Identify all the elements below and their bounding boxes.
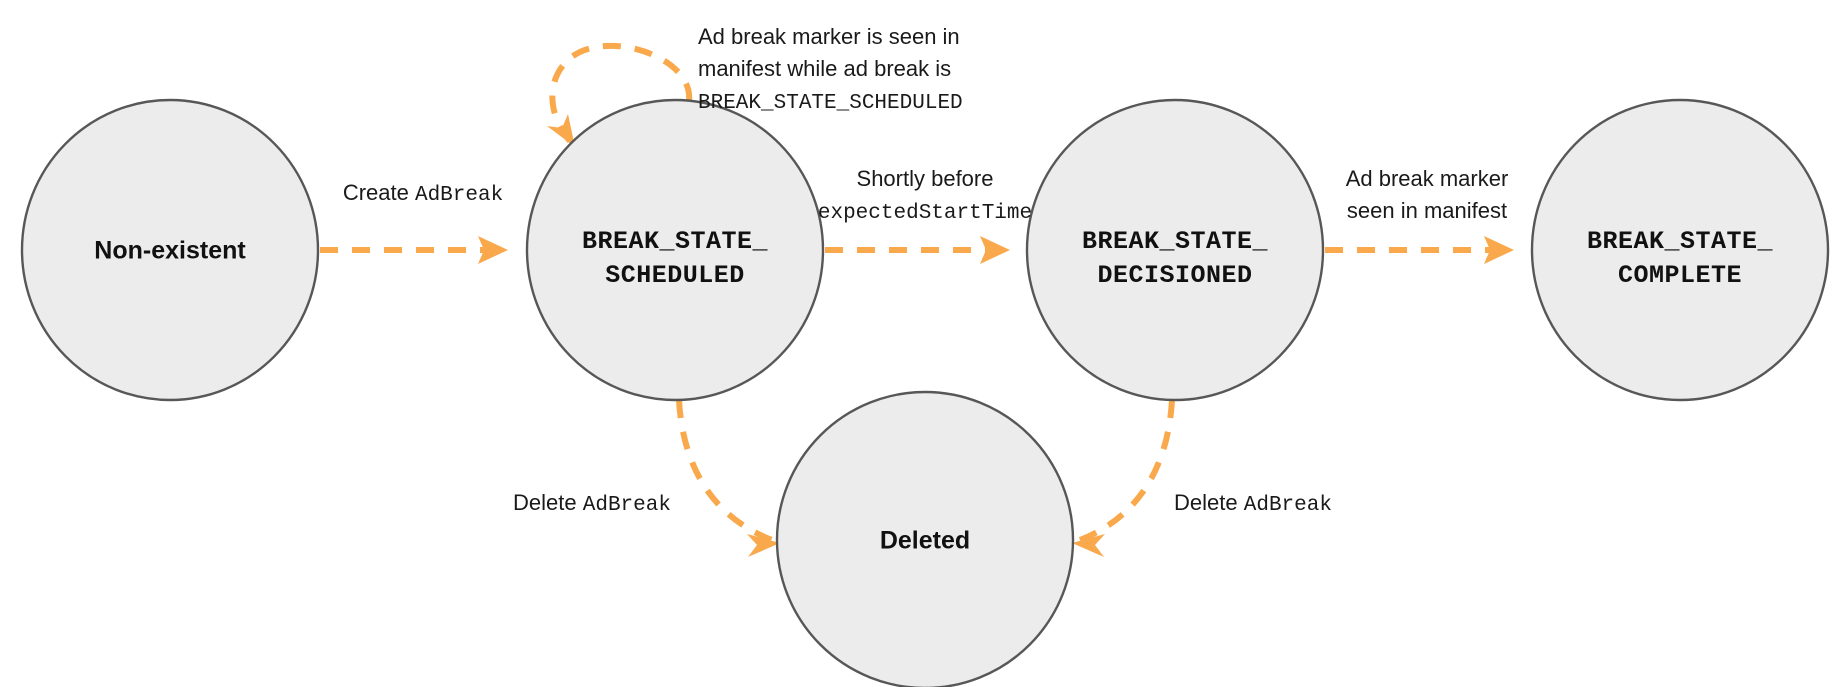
edge-label-self-loop-line1: Ad break marker is seen in	[698, 24, 960, 49]
node-layer: Non-existent BREAK_STATE_ SCHEDULED BREA…	[20, 98, 1830, 687]
edge-scheduled-self-loop-arrowhead	[547, 114, 575, 147]
node-break-state-scheduled-label-line2: SCHEDULED	[605, 261, 745, 290]
edge-decisioned-to-complete[interactable]	[1325, 236, 1514, 264]
edge-scheduled-to-deleted-arrowhead	[747, 534, 780, 557]
edge-label-marker-seen-line1: Ad break marker	[1346, 166, 1509, 191]
node-deleted-label: Deleted	[880, 527, 970, 555]
node-break-state-decisioned-shape	[1025, 98, 1325, 402]
edge-create-adbreak[interactable]	[320, 236, 508, 264]
edge-label-delete-adbreak-left: Delete AdBreak	[513, 490, 671, 517]
edge-label-create-adbreak-part-0: Create	[343, 180, 415, 205]
node-break-state-complete-label-line1: BREAK_STATE_	[1587, 227, 1774, 256]
edge-label-delete-adbreak-right-part-1: AdBreak	[1244, 494, 1332, 517]
edge-create-adbreak-arrowhead	[478, 236, 508, 264]
node-non-existent-label: Non-existent	[94, 237, 246, 265]
node-break-state-decisioned-label-line1: BREAK_STATE_	[1082, 227, 1269, 256]
edge-decisioned-to-deleted-path	[1078, 399, 1175, 543]
node-break-state-scheduled-shape	[525, 98, 825, 402]
edge-label-self-loop-line2: manifest while ad break is	[698, 56, 951, 81]
node-break-state-decisioned[interactable]: BREAK_STATE_ DECISIONED	[1025, 98, 1325, 402]
edge-label-create-adbreak: Create AdBreak	[343, 180, 503, 207]
node-break-state-decisioned-label-line2: DECISIONED	[1097, 261, 1252, 290]
node-non-existent-shape	[20, 98, 320, 402]
edge-layer	[320, 42, 1514, 557]
edge-label-shortly-before-line2: expectedStartTime	[818, 202, 1032, 225]
edge-scheduled-to-deleted-path	[676, 399, 774, 543]
node-deleted-shape	[775, 390, 1075, 687]
edge-decisioned-to-deleted-arrowhead	[1072, 534, 1105, 557]
node-break-state-scheduled[interactable]: BREAK_STATE_ SCHEDULED	[525, 98, 825, 402]
node-break-state-complete[interactable]: BREAK_STATE_ COMPLETE	[1530, 98, 1830, 402]
node-non-existent[interactable]: Non-existent	[20, 98, 320, 402]
edge-scheduled-to-decisioned-arrowhead	[980, 236, 1010, 264]
edge-scheduled-self-loop[interactable]	[547, 42, 693, 147]
edge-label-delete-adbreak-right: Delete AdBreak	[1174, 490, 1332, 517]
edge-label-create-adbreak-part-1: AdBreak	[415, 184, 503, 207]
edge-scheduled-self-loop-path	[549, 42, 693, 144]
edge-decisioned-to-complete-arrowhead	[1484, 236, 1514, 264]
edge-label-shortly-before-line1: Shortly before	[857, 166, 994, 191]
edge-label-delete-adbreak-left-part-1: AdBreak	[583, 494, 671, 517]
node-break-state-scheduled-label-line1: BREAK_STATE_	[582, 227, 769, 256]
edge-scheduled-to-deleted[interactable]	[676, 399, 780, 557]
edge-label-self-loop-line3: BREAK_STATE_SCHEDULED	[698, 92, 963, 115]
edge-label-delete-adbreak-left-part-0: Delete	[513, 490, 583, 515]
edge-label-marker-seen-line2: seen in manifest	[1347, 198, 1507, 223]
edge-label-layer: Create AdBreak Ad break marker is seen i…	[343, 24, 1509, 517]
edge-decisioned-to-deleted[interactable]	[1072, 399, 1175, 557]
node-break-state-complete-shape	[1530, 98, 1830, 402]
node-deleted[interactable]: Deleted	[775, 390, 1075, 687]
node-break-state-complete-label-line2: COMPLETE	[1618, 261, 1742, 290]
edge-scheduled-to-decisioned[interactable]	[825, 236, 1010, 264]
edge-label-delete-adbreak-right-part-0: Delete	[1174, 490, 1244, 515]
